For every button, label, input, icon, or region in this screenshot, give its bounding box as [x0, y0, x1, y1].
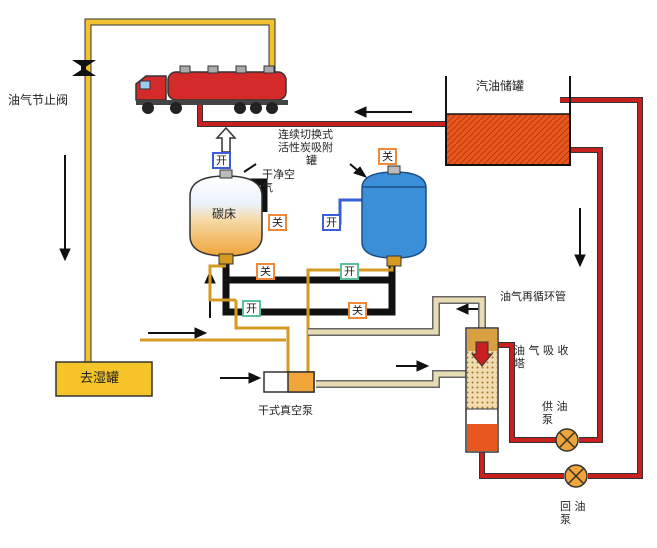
- valve-close-bottom[interactable]: 关: [348, 302, 367, 319]
- label-vapor-throttle-valve: 油气节止阀: [8, 93, 69, 107]
- valve-open-blue-tank[interactable]: 开: [322, 214, 341, 231]
- label-clean-air-2: 气: [262, 181, 273, 194]
- gasoline-storage-tank: [445, 76, 571, 166]
- valve-open-middle[interactable]: 开: [340, 263, 359, 280]
- clean-air-outlet-icon: [215, 126, 237, 153]
- blue-adsorption-tank: [361, 165, 427, 267]
- label-tank-char: 罐: [306, 154, 317, 167]
- valve-close-middle[interactable]: 关: [256, 263, 275, 280]
- label-clean-air-1: 干净空: [262, 168, 295, 181]
- label-return-pump-1: 回 油: [560, 500, 586, 513]
- valve-open-bottom[interactable]: 开: [242, 300, 261, 317]
- label-continuous-switching: 连续切换式: [278, 128, 333, 141]
- label-carbon-bed: 碳床: [212, 207, 237, 221]
- dehumidify-tank: [55, 361, 153, 397]
- label-vapor-recirc-pipe: 油气再循环管: [500, 290, 566, 303]
- supply-pump-icon: [555, 428, 579, 452]
- label-gasoline-tank: 汽油储罐: [476, 79, 525, 93]
- label-absorber-1: 油 气 吸 收: [514, 344, 569, 357]
- dry-vacuum-pump: [263, 371, 315, 393]
- valve-open-top[interactable]: 开: [212, 152, 231, 169]
- label-dehumidify-tank: 去湿罐: [80, 371, 120, 386]
- throttle-valve-icon: [72, 60, 96, 76]
- absorption-tower: [465, 327, 499, 453]
- label-activated-carbon: 活性炭吸附: [278, 141, 333, 154]
- tanker-truck-icon: [135, 65, 288, 114]
- label-absorber-2: 塔: [514, 357, 525, 370]
- label-return-pump-2: 泵: [560, 513, 571, 526]
- carbon-bed-tank: [189, 169, 263, 265]
- valve-close-top-right[interactable]: 关: [378, 148, 397, 165]
- label-dry-vacuum-pump: 干式真空泵: [258, 404, 313, 417]
- recirculation-pipe: [308, 296, 486, 388]
- label-supply-pump-1: 供 油: [542, 400, 568, 413]
- valve-close-left-bed[interactable]: 关: [268, 214, 287, 231]
- oil-pipes: [188, 97, 643, 479]
- label-supply-pump-2: 泵: [542, 413, 553, 426]
- return-pump-icon: [564, 464, 588, 488]
